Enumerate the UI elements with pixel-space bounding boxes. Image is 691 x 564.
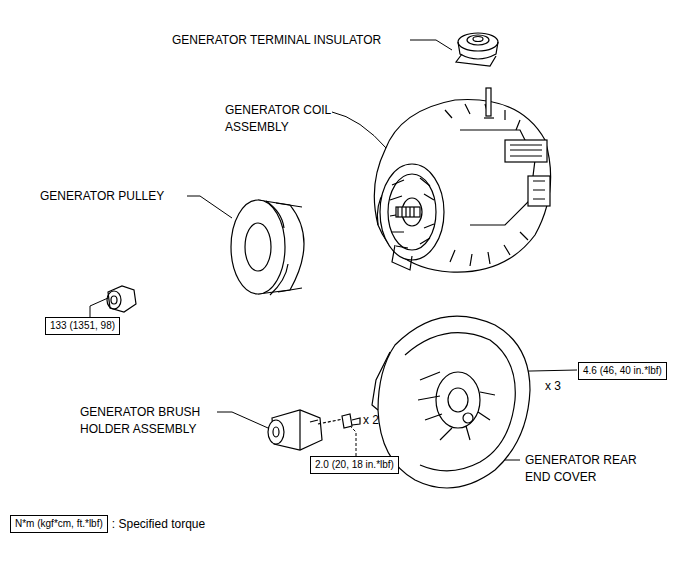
part-name: GENERATOR PULLEY xyxy=(40,188,164,205)
torque-unit-box: N*m (kgf*cm, ft.*lbf) xyxy=(10,515,108,533)
torque-value: 4.6 (46, 40 in.*lbf) xyxy=(583,365,662,376)
generator-body xyxy=(533,181,545,199)
generator-body xyxy=(392,245,412,270)
generator-pulley xyxy=(245,223,271,271)
terminal-insulator xyxy=(458,42,498,59)
torque-value: 2.0 (20, 18 in.*lbf) xyxy=(315,459,394,470)
torque-value: N*m (kgf*cm, ft.*lbf) xyxy=(15,518,103,529)
rear-end-cover xyxy=(405,333,515,471)
generator-pulley xyxy=(266,201,288,295)
leader-lines xyxy=(187,196,232,218)
pulley-nut xyxy=(107,286,136,312)
generator-pulley xyxy=(231,200,304,295)
generator-body xyxy=(388,174,436,250)
generator-body xyxy=(486,88,491,116)
screw xyxy=(342,414,352,428)
torque-value: 133 (1351, 98) xyxy=(50,320,115,331)
generator-pulley xyxy=(231,200,285,294)
screw xyxy=(342,414,360,428)
generator-body xyxy=(510,145,542,156)
generator-body xyxy=(450,232,528,266)
generator-body xyxy=(374,88,550,272)
terminal-insulator xyxy=(458,33,498,51)
part-name: GENERATOR TERMINAL INSULATOR xyxy=(172,32,381,49)
quantity-label: x 2 xyxy=(363,412,379,429)
part-name: GENERATOR REAR END COVER xyxy=(525,452,645,486)
brush-holder xyxy=(273,427,279,437)
part-name: GENERATOR BRUSH HOLDER ASSEMBLY xyxy=(80,404,230,438)
generator-body xyxy=(398,207,414,217)
generator-body xyxy=(505,140,547,162)
generator-body xyxy=(484,117,494,118)
screw xyxy=(352,418,360,425)
rear-end-cover xyxy=(378,316,530,488)
terminal-insulator xyxy=(473,37,483,42)
rear-end-cover xyxy=(418,372,495,440)
generator-body xyxy=(528,176,550,206)
generator-body xyxy=(390,178,434,248)
brush-holder xyxy=(300,410,318,450)
leader-lines xyxy=(349,425,356,456)
rear-end-cover xyxy=(448,388,468,412)
torque-spec-box: 4.6 (46, 40 in.*lbf) xyxy=(578,362,667,380)
terminal-insulator xyxy=(456,33,498,66)
leader-lines xyxy=(332,112,388,150)
terminal-insulator xyxy=(456,54,496,66)
leader-lines xyxy=(410,40,452,50)
leader-lines xyxy=(90,298,108,317)
rear-end-cover xyxy=(436,372,480,428)
torque-spec-box: 133 (1351, 98) xyxy=(45,317,120,335)
terminal-insulator xyxy=(467,35,489,45)
generator-pulley xyxy=(276,203,302,292)
pulley-nut xyxy=(107,291,121,309)
torque-spec-box: 2.0 (20, 18 in.*lbf) xyxy=(310,456,399,474)
rear-end-cover xyxy=(372,352,390,410)
part-name: GENERATOR COIL ASSEMBLY xyxy=(225,102,375,136)
legend-text: : Specified torque xyxy=(112,516,205,533)
leader-lines xyxy=(217,412,268,428)
generator-body xyxy=(445,104,520,130)
generator-body xyxy=(380,164,444,260)
generator-body xyxy=(374,100,550,273)
brush-holder xyxy=(268,420,284,444)
brush-holder xyxy=(268,410,348,450)
pulley-nut xyxy=(108,286,136,312)
quantity-label: x 3 xyxy=(545,378,561,395)
rear-end-cover xyxy=(463,413,473,423)
pulley-nut xyxy=(111,296,117,304)
generator-body xyxy=(396,207,420,217)
